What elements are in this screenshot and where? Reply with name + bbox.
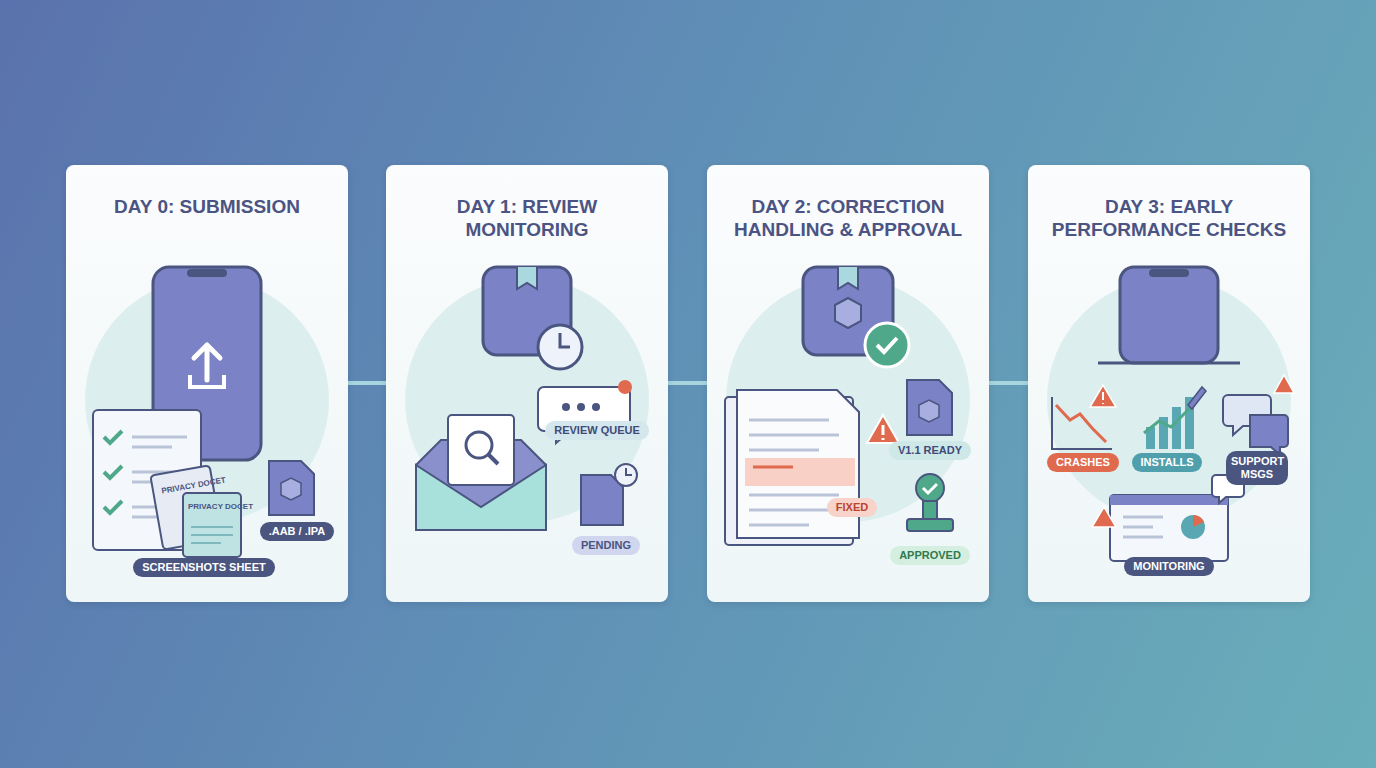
status-pill: .AAB / .IPA — [260, 522, 335, 541]
status-pill: SCREENSHOTS SHEET — [133, 558, 274, 577]
status-pill: APPROVED — [890, 546, 970, 565]
pill-text: MONITORING — [1133, 560, 1204, 572]
status-pill: V1.1 READY — [889, 441, 971, 460]
day-card: DAY 1: REVIEW MONITORING REVIEW QUEUE PEND… — [386, 165, 668, 602]
status-pill: CRASHES — [1047, 453, 1119, 472]
status-pill: SUPPORT MSGS — [1226, 451, 1288, 485]
card-title: DAY 3: EARLY PERFORMANCE CHECKS — [1043, 195, 1295, 241]
status-pill: PENDING — [572, 536, 640, 555]
timeline-connector — [989, 381, 1028, 385]
pill-text: V1.1 READY — [898, 444, 962, 456]
day-card: DAY 0: SUBMISSION SCREENSHOTS SHEET .AAB /… — [66, 165, 348, 602]
pill-text: REVIEW QUEUE — [554, 424, 640, 436]
pill-text: FIXED — [836, 501, 868, 513]
pill-text: INSTALLS — [1141, 456, 1194, 468]
pill-text: .AAB / .IPA — [269, 525, 326, 537]
status-pill: MONITORING — [1124, 557, 1213, 576]
day-card: DAY 3: EARLY PERFORMANCE CHECKS CRASHES IN… — [1028, 165, 1310, 602]
document-label: PRIVACY DOCET — [188, 502, 253, 511]
pill-text: SUPPORT MSGS — [1231, 455, 1284, 480]
status-pill: REVIEW QUEUE — [545, 421, 649, 440]
day-card: DAY 2: CORRECTION HANDLING & APPROVAL V1.… — [707, 165, 989, 602]
pill-text: SCREENSHOTS SHEET — [142, 561, 265, 573]
card-title: DAY 1: REVIEW MONITORING — [401, 195, 653, 241]
status-pill: INSTALLS — [1132, 453, 1203, 472]
card-title: DAY 2: CORRECTION HANDLING & APPROVAL — [722, 195, 974, 241]
pill-text: APPROVED — [899, 549, 961, 561]
timeline-connector — [348, 381, 386, 385]
timeline-connector — [668, 381, 707, 385]
pill-text: PENDING — [581, 539, 631, 551]
status-pill: FIXED — [827, 498, 877, 517]
card-title: DAY 0: SUBMISSION — [81, 195, 333, 218]
pill-text: CRASHES — [1056, 456, 1110, 468]
